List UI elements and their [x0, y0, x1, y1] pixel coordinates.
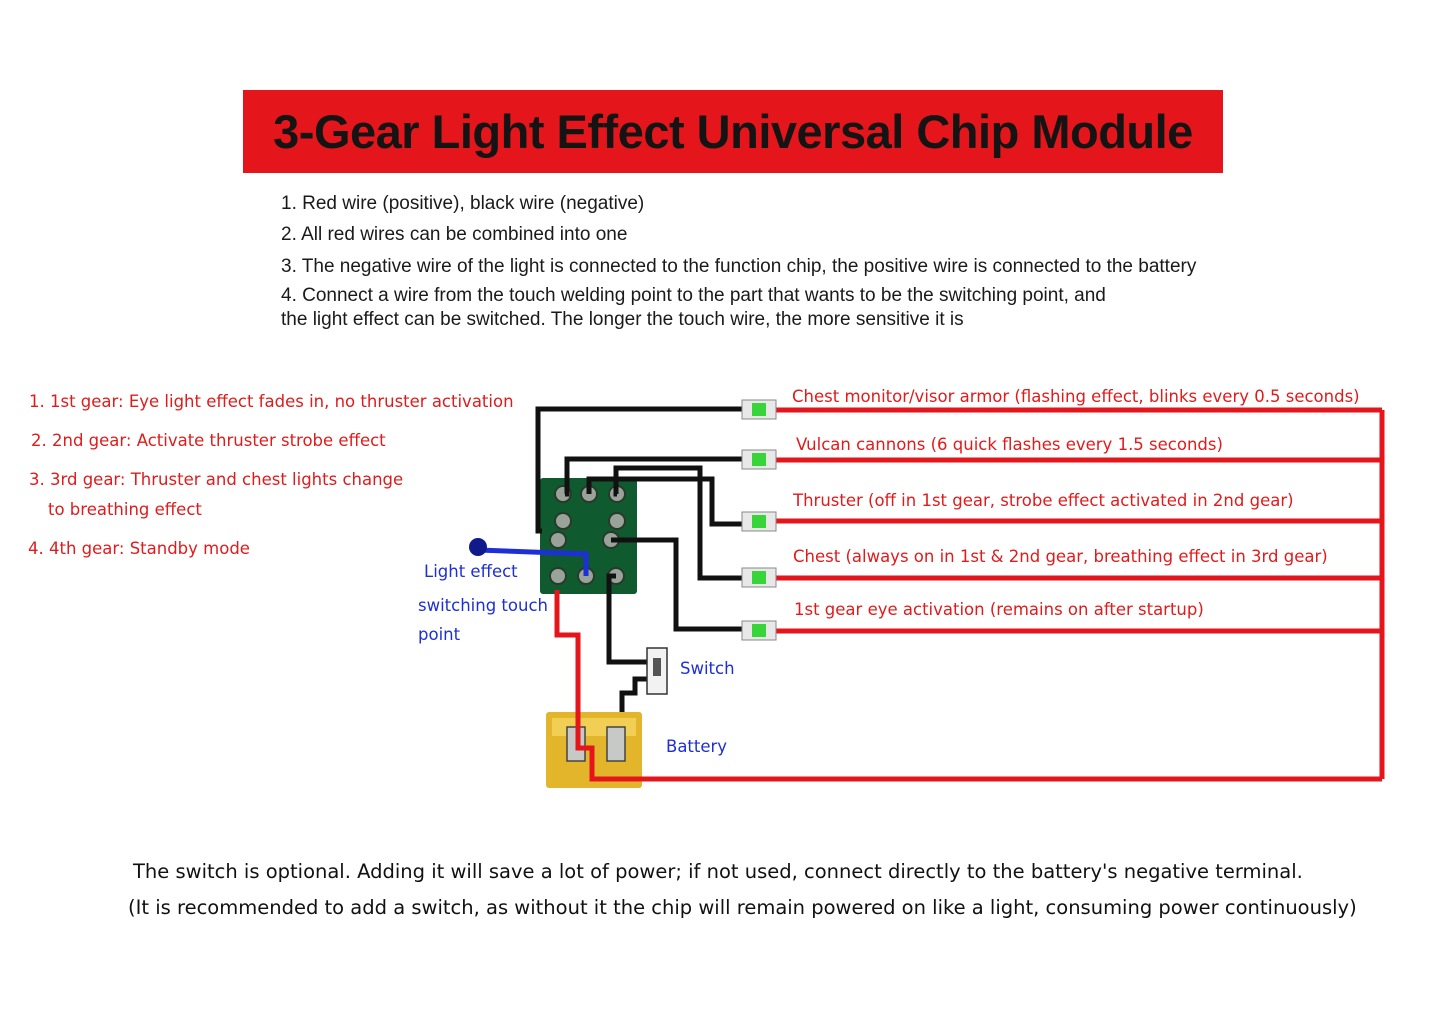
switch-label: Switch [680, 659, 735, 678]
led-1-label: Chest monitor/visor armor (flashing effe… [792, 387, 1360, 406]
gear-3-text-cont: to breathing effect [48, 500, 202, 519]
led-1 [741, 399, 777, 420]
instruction-3: 3. The negative wire of the light is con… [281, 256, 1197, 277]
gear-2-text: 2. 2nd gear: Activate thruster strobe ef… [31, 431, 386, 450]
positive-wires [554, 407, 1385, 782]
instruction-1: 1. Red wire (positive), black wire (nega… [281, 193, 645, 214]
negative-wires [535, 406, 752, 745]
led-4 [741, 567, 777, 588]
led-4-label: Chest (always on in 1st & 2nd gear, brea… [793, 547, 1328, 566]
chip-board [540, 478, 637, 594]
switch-note: The switch is optional. Adding it will s… [133, 860, 1303, 883]
gear-3-text: 3. 3rd gear: Thruster and chest lights c… [29, 470, 404, 489]
touch-point-label-1: Light effect [424, 562, 518, 581]
led-3-label: Thruster (off in 1st gear, strobe effect… [793, 491, 1294, 510]
instruction-2: 2. All red wires can be combined into on… [281, 224, 628, 245]
instruction-4: 4. Connect a wire from the touch welding… [281, 285, 1106, 306]
touch-wire [469, 538, 589, 576]
led-2-label: Vulcan cannons (6 quick flashes every 1.… [796, 435, 1223, 454]
battery-label: Battery [666, 737, 728, 756]
instruction-4-cont: the light effect can be switched. The lo… [281, 309, 964, 330]
gear-1-text: 1. 1st gear: Eye light effect fades in, … [29, 392, 514, 411]
led-3 [741, 511, 777, 532]
touch-point-label-2: switching touch [418, 596, 548, 615]
title-banner: 3-Gear Light Effect Universal Chip Modul… [243, 90, 1223, 173]
switch-component [646, 647, 668, 695]
led-5-label: 1st gear eye activation (remains on afte… [794, 600, 1204, 619]
switch-recommendation: (It is recommended to add a switch, as w… [128, 896, 1357, 919]
led-2 [741, 449, 777, 470]
page-title: 3-Gear Light Effect Universal Chip Modul… [273, 105, 1193, 158]
touch-point-label-3: point [418, 625, 461, 644]
gear-4-text: 4. 4th gear: Standby mode [28, 539, 250, 558]
battery-component [546, 712, 642, 788]
led-5 [741, 620, 777, 641]
